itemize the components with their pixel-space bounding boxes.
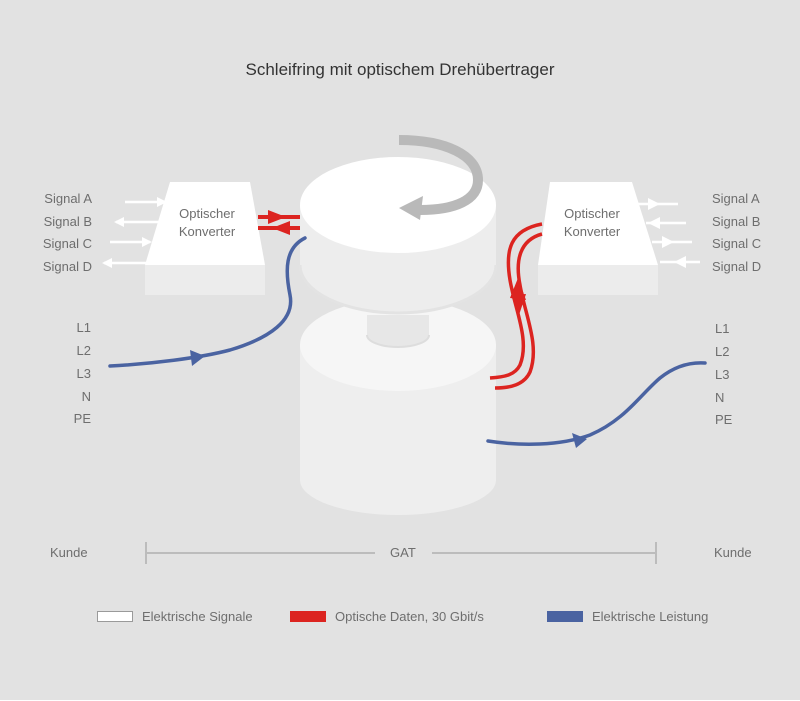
right-power-l1: L1 — [715, 321, 730, 336]
rotation-arrow-icon — [398, 135, 484, 220]
lower-cylinder — [300, 299, 496, 515]
left-power-l3: L3 — [76, 366, 91, 381]
legend-label: Optische Daten, 30 Gbit/s — [335, 609, 484, 624]
legend-swatch-white — [97, 611, 133, 622]
left-converter-box — [145, 182, 265, 295]
right-converter-label-line1: Optischer — [564, 206, 620, 221]
right-optical-link — [489, 222, 543, 390]
left-power-l2: L2 — [76, 343, 91, 358]
left-optical-link — [258, 210, 300, 235]
right-power-line — [486, 361, 707, 448]
left-signal-c: Signal C — [42, 236, 92, 251]
upper-cylinder — [298, 157, 498, 315]
left-power-n: N — [81, 389, 91, 404]
right-power-n: N — [715, 390, 725, 405]
left-power-pe: PE — [73, 411, 91, 426]
legend-item-optical-data: Optische Daten, 30 Gbit/s — [290, 609, 484, 624]
gat-scale — [145, 542, 657, 564]
left-signal-d: Signal D — [42, 259, 92, 274]
left-converter-label-line2: Konverter — [178, 224, 236, 239]
diagram-title: Schleifring mit optischem Drehübertrager — [245, 60, 555, 79]
left-converter-label: Optischer Konverter — [162, 205, 252, 241]
right-signal-b: Signal B — [712, 214, 761, 229]
legend-swatch-blue — [547, 611, 583, 622]
right-power-l2: L2 — [715, 344, 730, 359]
legend-item-electric-power: Elektrische Leistung — [547, 609, 708, 624]
right-converter-label-line2: Konverter — [563, 224, 621, 239]
legend-label: Elektrische Signale — [142, 609, 253, 624]
left-signal-arrows — [102, 197, 167, 268]
right-converter-box — [538, 182, 658, 295]
legend-swatch-red — [290, 611, 326, 622]
right-signal-arrows — [638, 198, 700, 268]
right-power-l3: L3 — [715, 367, 730, 382]
right-signal-a: Signal A — [712, 191, 760, 206]
left-power-l1: L1 — [76, 320, 91, 335]
scale-gat: GAT — [390, 545, 416, 560]
left-signal-a: Signal A — [44, 191, 92, 206]
right-power-pe: PE — [715, 412, 733, 427]
left-signal-b: Signal B — [43, 214, 92, 229]
right-converter-label: Optischer Konverter — [547, 205, 637, 241]
legend-item-electric-signals: Elektrische Signale — [97, 609, 253, 624]
left-converter-label-line1: Optischer — [179, 206, 235, 221]
legend: Elektrische Signale Optische Daten, 30 G… — [0, 609, 800, 629]
right-signal-d: Signal D — [712, 259, 762, 274]
scale-right-kunde: Kunde — [714, 545, 752, 560]
legend-label: Elektrische Leistung — [592, 609, 709, 624]
left-power-line — [108, 236, 307, 368]
scale-left-kunde: Kunde — [50, 545, 88, 560]
right-signal-c: Signal C — [712, 236, 762, 251]
